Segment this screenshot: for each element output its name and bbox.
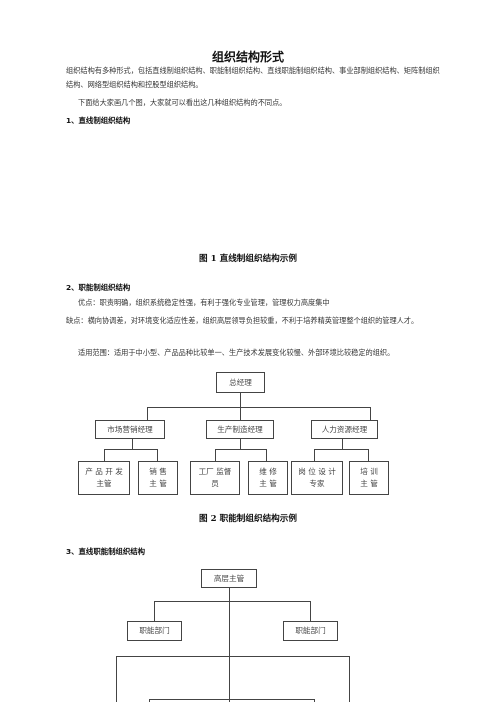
- org-node-training: 培 训 主 管: [349, 461, 389, 495]
- connector-line: [116, 656, 117, 702]
- figure-caption-2: 图 2 职能制组织结构示例: [199, 514, 297, 524]
- figure-caption-1: 图 1 直线制组织结构示例: [199, 254, 297, 264]
- org-node-production-manager: 生产制造经理: [206, 420, 274, 439]
- connector-line: [149, 699, 150, 702]
- connector-line: [240, 407, 241, 421]
- org-node-sales: 销 售 主 管: [138, 461, 178, 495]
- connector-line: [132, 439, 133, 449]
- org-node-senior-manager: 高层主管: [201, 569, 257, 588]
- connector-line: [314, 699, 315, 702]
- connector-line: [147, 407, 371, 408]
- advantages-text: 优点：职责明确，组织系统稳定性强，有利于强化专业管理，管理权力高度集中: [78, 298, 330, 307]
- intro-paragraph: 组织结构有多种形式，包括直线制组织结构、职能制组织结构、直线职能制组织结构、事业…: [66, 66, 440, 89]
- org-node-product-dev: 产 品 开 发主管: [78, 461, 130, 495]
- connector-line: [147, 407, 148, 421]
- connector-line: [314, 449, 369, 450]
- section-heading-3: 3、直线职能制组织结构: [66, 547, 146, 556]
- org-node-maintenance: 维 修 主 管: [248, 461, 288, 495]
- connector-line: [229, 588, 230, 702]
- connector-line: [240, 439, 241, 449]
- connector-line: [154, 601, 155, 621]
- org-node-general-manager: 总经理: [216, 372, 265, 393]
- connector-line: [240, 393, 241, 407]
- org-node-factory-supervisor: 工厂 监督员: [190, 461, 240, 495]
- connector-line: [215, 449, 216, 461]
- connector-line: [349, 656, 350, 702]
- document-title: 组织结构形式: [211, 50, 284, 64]
- connector-line: [342, 439, 343, 449]
- section-heading-2: 2、职能制组织结构: [66, 283, 131, 292]
- connector-line: [370, 407, 371, 420]
- connector-line: [215, 449, 267, 450]
- connector-line: [368, 449, 369, 461]
- org-node-functional-dept-left: 职能部门: [127, 621, 182, 641]
- connector-line: [314, 449, 315, 461]
- connector-line: [149, 699, 315, 700]
- intro-paragraph-2: 下面给大家画几个图，大家就可以看出这几种组织结构的不同点。: [78, 98, 287, 107]
- connector-line: [310, 601, 311, 621]
- connector-line: [104, 449, 105, 461]
- connector-line: [104, 449, 158, 450]
- scope-text: 适用范围：适用于中小型、产品品种比较单一、生产技术发展变化较慢、外部环境比较稳定…: [78, 348, 395, 357]
- org-node-marketing-manager: 市场营销经理: [95, 420, 165, 439]
- org-node-job-design: 岗 位 设 计专家: [291, 461, 343, 495]
- section-heading-1: 1、直线制组织结构: [66, 116, 131, 125]
- org-node-hr-manager: 人力资源经理: [311, 420, 378, 439]
- connector-line: [154, 601, 311, 602]
- disadvantages-text: 缺点：横向协调差，对环境变化适应性差，组织高层领导负担较重，不利于培养精英管理整…: [66, 316, 419, 325]
- connector-line: [116, 656, 350, 657]
- connector-line: [266, 449, 267, 461]
- org-node-functional-dept-right: 职能部门: [283, 621, 338, 641]
- connector-line: [157, 449, 158, 461]
